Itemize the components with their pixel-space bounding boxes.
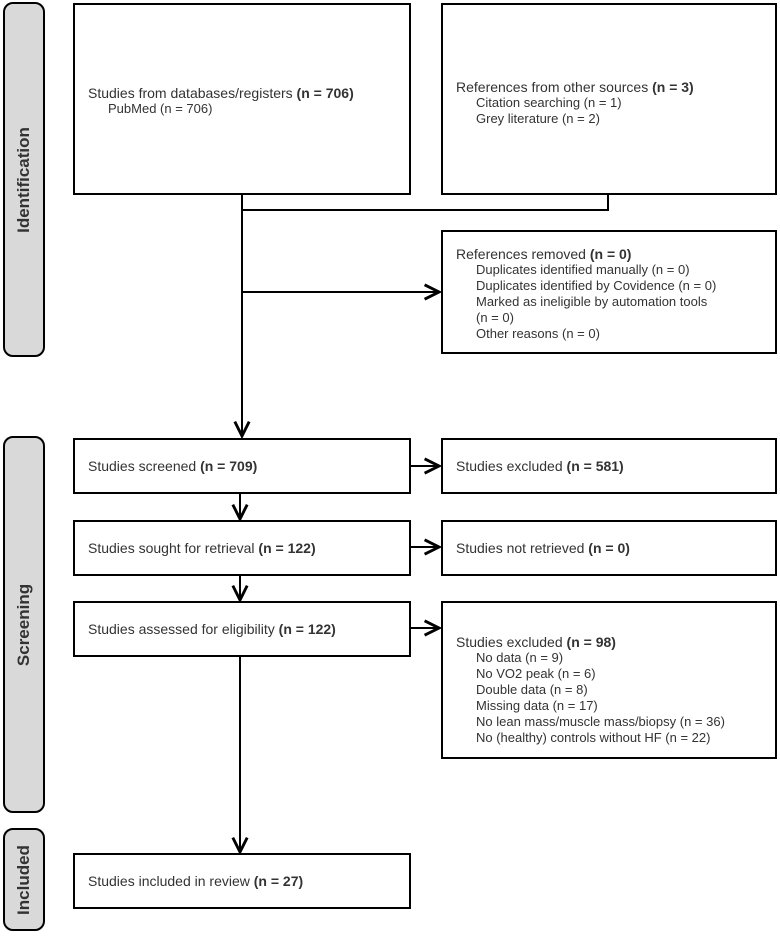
phase-identification-label: Identification (14, 126, 33, 233)
excluded-full-item: No VO2 peak (n = 6) (476, 666, 596, 681)
removed-item: (n = 0) (476, 310, 514, 325)
phase-included-label: Included (14, 844, 33, 915)
excluded-screen-title: Studies excluded (n = 581) (456, 458, 624, 474)
phase-included: Included (3, 828, 45, 931)
included-title: Studies included in review (n = 27) (88, 873, 304, 889)
other-sources-item: Citation searching (n = 1) (476, 95, 622, 110)
removed-item: Duplicates identified by Covidence (n = … (476, 278, 717, 293)
removed-title: References removed (n = 0) (456, 246, 632, 262)
phase-screening: Screening (3, 436, 45, 813)
box-other-sources: References from other sources (n = 3) Ci… (441, 3, 777, 195)
excluded-full-item: No data (n = 9) (476, 650, 564, 665)
databases-title: Studies from databases/registers (n = 70… (88, 85, 354, 101)
box-references-removed: References removed (n = 0) Duplicates id… (441, 230, 777, 354)
excluded-full-item: Double data (n = 8) (476, 682, 588, 697)
not-retrieved-title: Studies not retrieved (n = 0) (456, 540, 630, 556)
excluded-full-item: No (healthy) controls without HF (n = 22… (476, 730, 711, 745)
box-excluded-screen: Studies excluded (n = 581) (441, 438, 777, 494)
screened-title: Studies screened (n = 709) (88, 458, 258, 474)
excluded-full-title: Studies excluded (n = 98) (456, 634, 616, 650)
removed-item: Other reasons (n = 0) (476, 326, 600, 341)
box-excluded-full: Studies excluded (n = 98) No data (n = 9… (441, 601, 777, 759)
removed-item: Duplicates identified manually (n = 0) (476, 262, 690, 277)
other-sources-item: Grey literature (n = 2) (476, 111, 600, 126)
box-assessed: Studies assessed for eligibility (n = 12… (73, 601, 411, 657)
databases-item: PubMed (n = 706) (108, 101, 213, 116)
phase-screening-label: Screening (14, 583, 33, 666)
removed-item: Marked as ineligible by automation tools (476, 294, 708, 309)
box-included: Studies included in review (n = 27) (73, 853, 411, 909)
excluded-full-item: Missing data (n = 17) (476, 698, 598, 713)
box-not-retrieved: Studies not retrieved (n = 0) (441, 520, 777, 576)
box-sought: Studies sought for retrieval (n = 122) (73, 520, 411, 576)
phase-identification: Identification (3, 2, 45, 357)
excluded-full-item: No lean mass/muscle mass/biopsy (n = 36) (476, 714, 725, 729)
box-databases: Studies from databases/registers (n = 70… (73, 3, 411, 195)
sought-title: Studies sought for retrieval (n = 122) (88, 540, 316, 556)
other-sources-title: References from other sources (n = 3) (456, 79, 694, 95)
box-screened: Studies screened (n = 709) (73, 438, 411, 494)
assessed-title: Studies assessed for eligibility (n = 12… (88, 621, 336, 637)
